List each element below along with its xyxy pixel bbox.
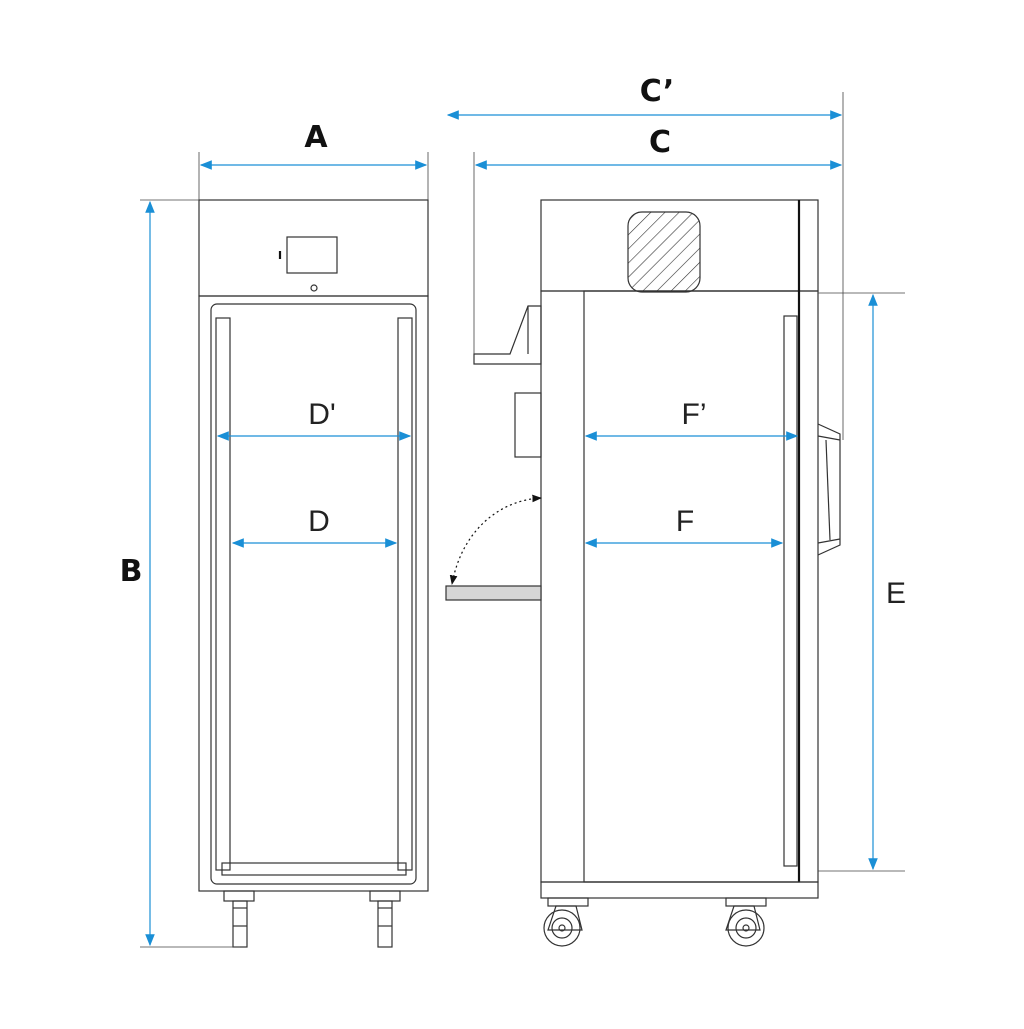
side-accessories [445,305,542,601]
dimension-b: B [120,199,240,948]
front-door-left-strip [215,317,231,871]
front-view [198,199,429,948]
door-swing-arrow [449,494,542,585]
label-c: C [649,125,671,160]
label-f: F [676,505,694,538]
dimension-c-prime: C’ [446,74,844,440]
label-a: A [304,120,328,155]
label-c-prime: C’ [640,74,675,109]
dimension-c: C [473,125,843,354]
front-lock-icon [310,284,318,292]
front-cabinet-body [198,295,429,892]
side-door-handle [817,423,841,556]
side-inner-strip [783,315,798,867]
side-vent-box [514,392,542,458]
label-f-prime: F’ [682,398,707,431]
side-bracket [473,305,542,365]
front-door [210,303,417,885]
label-b: B [120,554,143,589]
dimension-f-prime: F’ [584,398,799,441]
dimension-f: F [584,505,784,548]
dimension-d-prime: D' [216,398,412,441]
front-right-foot [377,900,393,948]
label-d-prime: D' [308,398,335,431]
side-hatched-unit [627,211,701,293]
side-view [540,199,841,947]
side-interior [583,290,800,883]
side-cabinet-body [540,290,819,883]
front-right-foot-base [369,890,401,902]
front-display-screen [286,236,338,274]
front-left-foot-base [223,890,255,902]
front-door-right-strip [397,317,413,871]
dimension-d: D [231,505,398,548]
label-e: E [886,577,906,610]
side-base [540,881,819,899]
front-control-panel [198,199,429,297]
dimension-a: A [198,120,429,200]
label-d: D [308,505,330,538]
side-shelf [445,585,542,601]
side-caster-right [725,897,767,947]
dimension-e: E [818,292,906,872]
side-caster-left [543,897,589,947]
front-bottom-plinth [221,862,407,876]
